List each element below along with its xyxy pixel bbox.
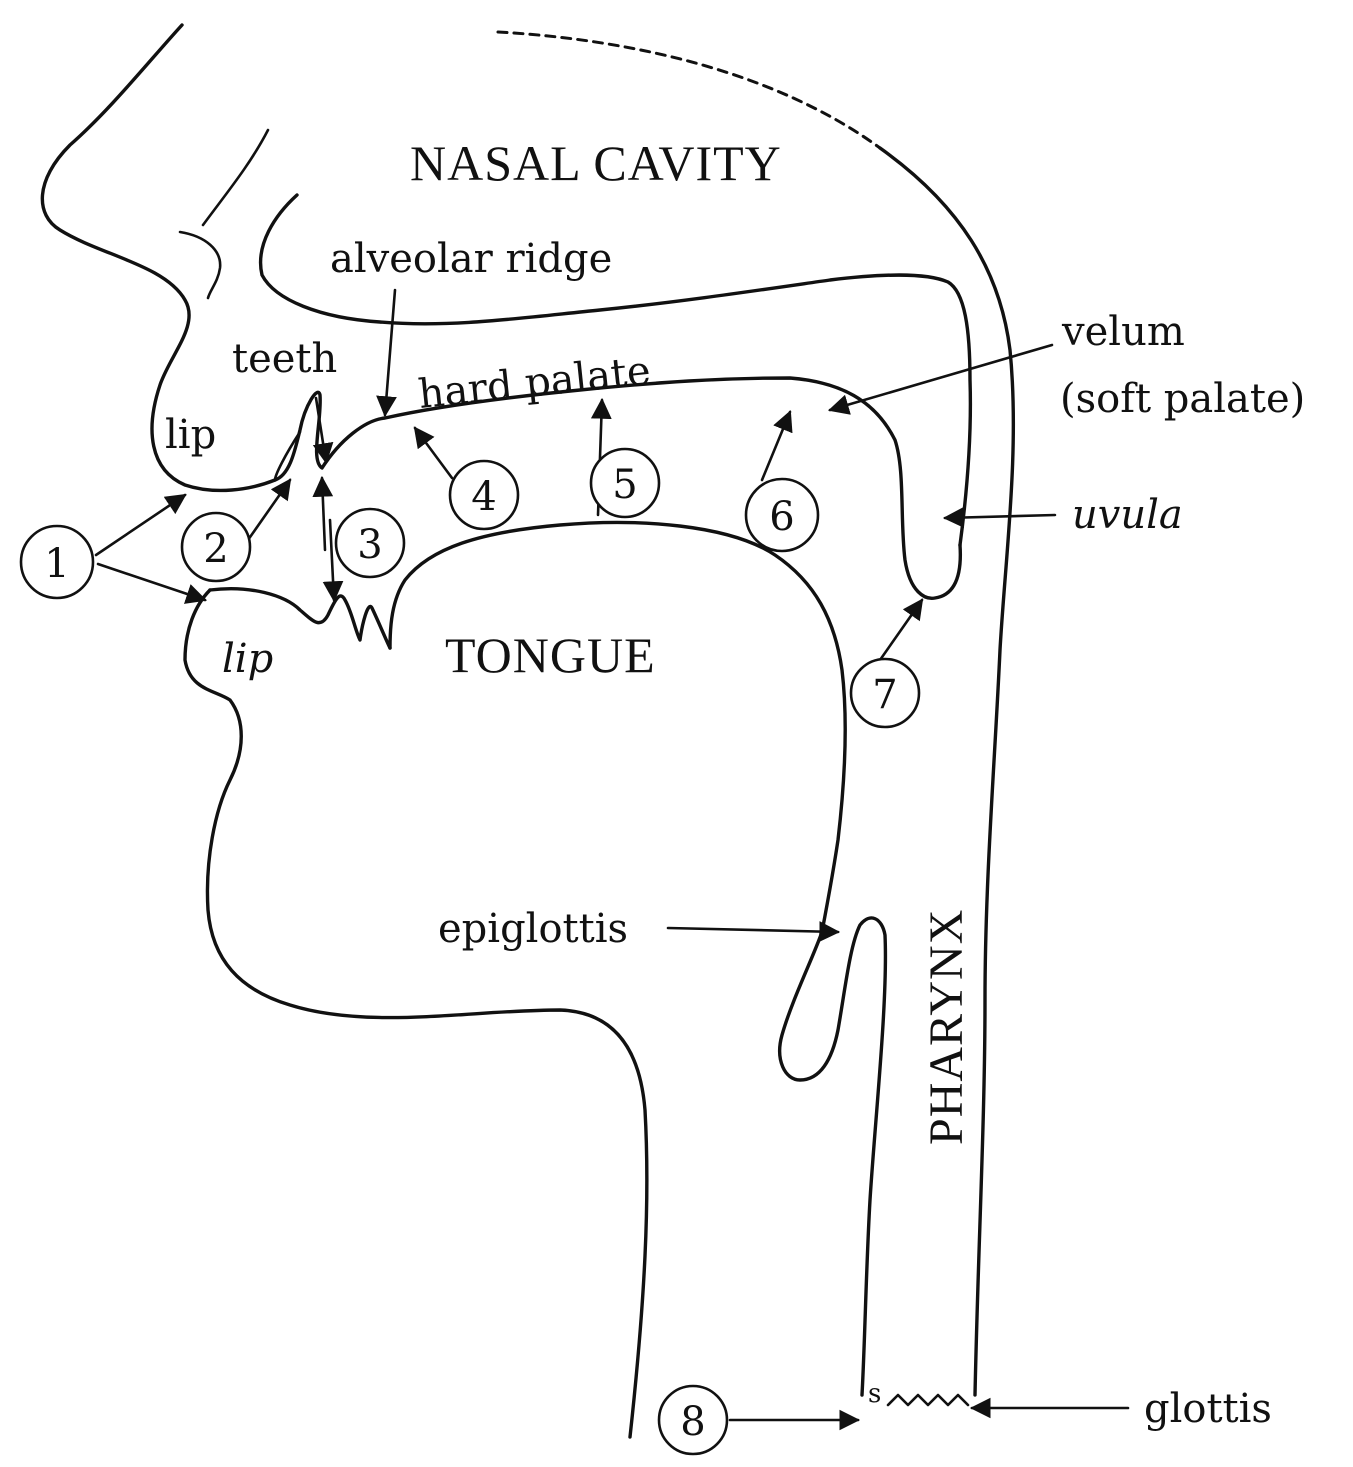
arrow-1-upper-lip bbox=[96, 495, 185, 555]
upper-lip-label: lip bbox=[165, 412, 216, 458]
place-marker-8: 8 bbox=[659, 1386, 727, 1454]
svg-text:3: 3 bbox=[357, 522, 382, 568]
place-marker-2: 2 bbox=[182, 513, 250, 581]
velum-label: velum bbox=[1061, 309, 1185, 355]
glottis-s-mark: s bbox=[868, 1379, 881, 1409]
arrow-2-teeth bbox=[248, 480, 290, 540]
svg-text:6: 6 bbox=[769, 494, 794, 540]
place-marker-7: 7 bbox=[851, 659, 919, 727]
nostril-line bbox=[203, 130, 268, 225]
arrow-6 bbox=[762, 412, 790, 480]
svg-text:2: 2 bbox=[203, 526, 228, 572]
nasal-cavity-top bbox=[498, 32, 880, 148]
arrow-uvula bbox=[945, 515, 1055, 518]
place-marker-3: 3 bbox=[336, 509, 404, 577]
alveolar-ridge-label: alveolar ridge bbox=[330, 236, 612, 282]
svg-text:5: 5 bbox=[612, 462, 637, 508]
tongue-outline bbox=[390, 523, 845, 932]
arrow-4 bbox=[415, 428, 452, 478]
arrow-velum bbox=[830, 345, 1052, 410]
arrow-alveolar-ridge bbox=[385, 290, 395, 415]
arrow-epiglottis bbox=[668, 928, 838, 932]
svg-text:4: 4 bbox=[471, 474, 496, 520]
uvula-label: uvula bbox=[1072, 492, 1183, 538]
place-marker-1: 1 bbox=[21, 526, 93, 598]
glottis-label: glottis bbox=[1144, 1386, 1272, 1432]
lower-lip-label: lip bbox=[222, 636, 273, 682]
place-marker-4: 4 bbox=[450, 461, 518, 529]
pharynx-label: PHARYNX bbox=[920, 909, 973, 1145]
arrow-3-up bbox=[322, 478, 325, 550]
place-marker-5: 5 bbox=[591, 449, 659, 517]
tongue-label: TONGUE bbox=[445, 627, 656, 683]
hard-palate-label: hard palate bbox=[416, 348, 652, 418]
nose-profile bbox=[42, 25, 275, 490]
teeth-label: teeth bbox=[232, 336, 337, 382]
svg-text:7: 7 bbox=[872, 672, 897, 718]
arrow-7 bbox=[880, 600, 922, 660]
svg-text:8: 8 bbox=[680, 1399, 705, 1445]
epiglottis-label: epiglottis bbox=[438, 906, 628, 952]
pharynx-posterior-wall bbox=[880, 148, 1013, 1395]
svg-text:1: 1 bbox=[44, 541, 69, 587]
nasal-cavity-label: NASAL CAVITY bbox=[410, 135, 782, 191]
nostril-curl bbox=[180, 232, 220, 298]
upper-tooth bbox=[275, 432, 300, 480]
place-marker-6: 6 bbox=[746, 479, 818, 551]
chin-jaw bbox=[185, 590, 647, 1437]
glottis-vocal-folds bbox=[888, 1395, 968, 1405]
epiglottis-flap bbox=[780, 918, 886, 1395]
arrow-3-down bbox=[330, 520, 334, 600]
soft-palate-label: (soft palate) bbox=[1060, 376, 1305, 422]
